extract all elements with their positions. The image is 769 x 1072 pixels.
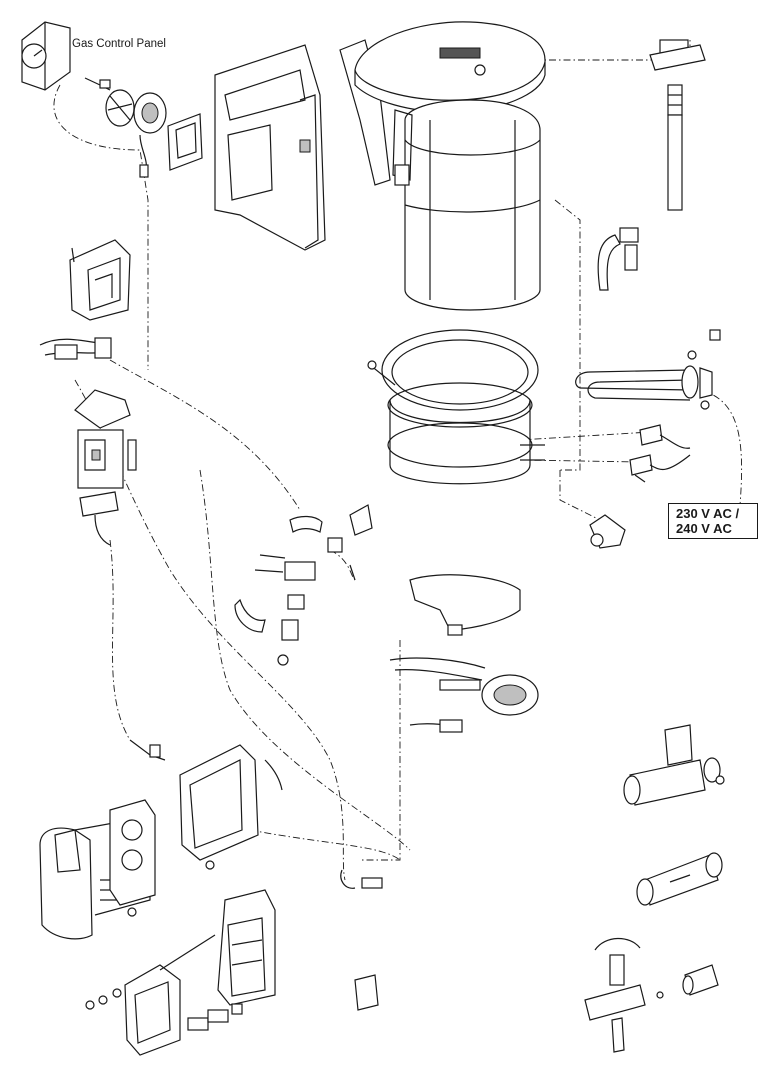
gas-inlet-pipe: [597, 39, 706, 291]
side-panel: [214, 39, 391, 251]
burner-assembly: [389, 574, 539, 733]
gas-control-panel: [21, 21, 203, 178]
top-lid-and-casing: [354, 21, 546, 311]
pressure-relief-valve: [623, 724, 725, 806]
sensor-cable: [129, 739, 383, 1011]
gas-valve-assembly: [234, 504, 373, 666]
gas-control-panel-label: Gas Control Panel: [72, 38, 166, 50]
drain-valve: [584, 937, 719, 1053]
junction-housing: [85, 889, 276, 1056]
check-valve: [636, 852, 723, 906]
sensor-brackets: [589, 424, 691, 549]
voltage-label-box: 230 V AC / 240 V AC: [668, 503, 758, 539]
voltage-label-line2: 240 V AC: [676, 521, 732, 536]
tank-ring: [367, 329, 545, 485]
heating-element: [575, 329, 721, 410]
control-module: [39, 239, 137, 546]
voltage-label-line1: 230 V AC /: [676, 506, 740, 521]
enclosure-parts: [39, 744, 283, 940]
